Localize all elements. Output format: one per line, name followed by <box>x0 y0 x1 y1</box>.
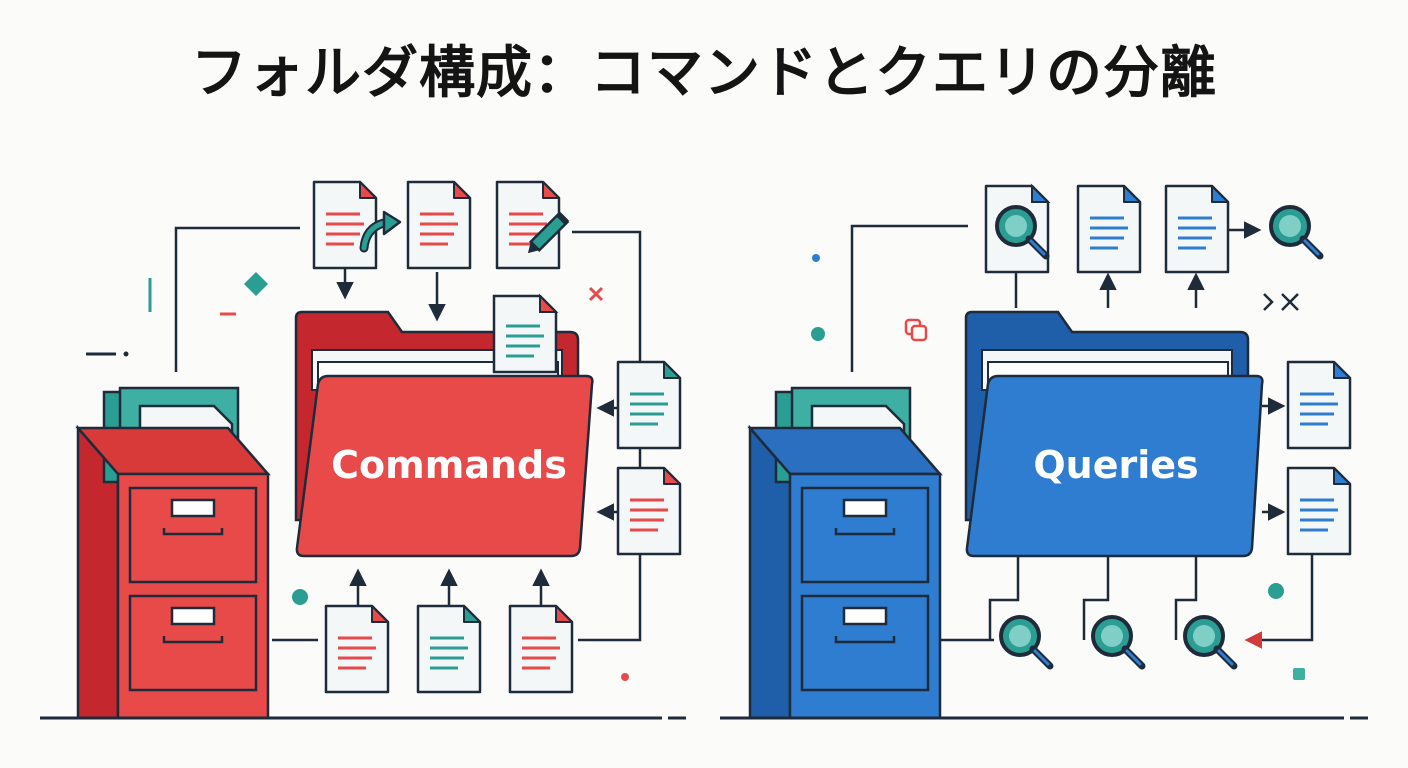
document-icon <box>508 604 574 694</box>
folder-document-icon <box>492 293 559 374</box>
queries-label: Queries <box>1033 443 1198 487</box>
commands-panel: Commands <box>40 180 686 720</box>
page-title: フォルダ構成：コマンドとクエリの分離 <box>191 41 1217 106</box>
query-connector-lines <box>850 221 1314 649</box>
magnifier-icon <box>1271 207 1320 256</box>
document-icon <box>406 180 472 270</box>
magnifier-icon <box>1185 617 1234 666</box>
decorations-left <box>86 272 629 681</box>
red-filing-cabinet-icon <box>75 386 271 720</box>
commands-label: Commands <box>331 443 567 487</box>
red-folder-icon: Commands <box>294 293 594 558</box>
document-share-icon <box>312 180 402 270</box>
magnifier-icon <box>1093 617 1142 666</box>
document-icon <box>324 604 390 694</box>
document-icon <box>616 466 682 556</box>
document-icon <box>416 604 482 694</box>
queries-panel: Queries <box>720 183 1368 720</box>
blue-filing-cabinet-icon <box>747 386 943 720</box>
document-edit-icon <box>495 180 570 270</box>
blue-folder-icon: Queries <box>964 310 1264 558</box>
document-icon <box>1164 184 1230 274</box>
document-icon <box>1076 184 1142 274</box>
decorations-right <box>811 254 1305 680</box>
document-icon <box>616 360 682 450</box>
document-search-icon <box>984 183 1051 274</box>
document-icon <box>1286 466 1352 556</box>
magnifier-icon <box>1001 617 1050 666</box>
document-icon <box>1286 360 1352 450</box>
